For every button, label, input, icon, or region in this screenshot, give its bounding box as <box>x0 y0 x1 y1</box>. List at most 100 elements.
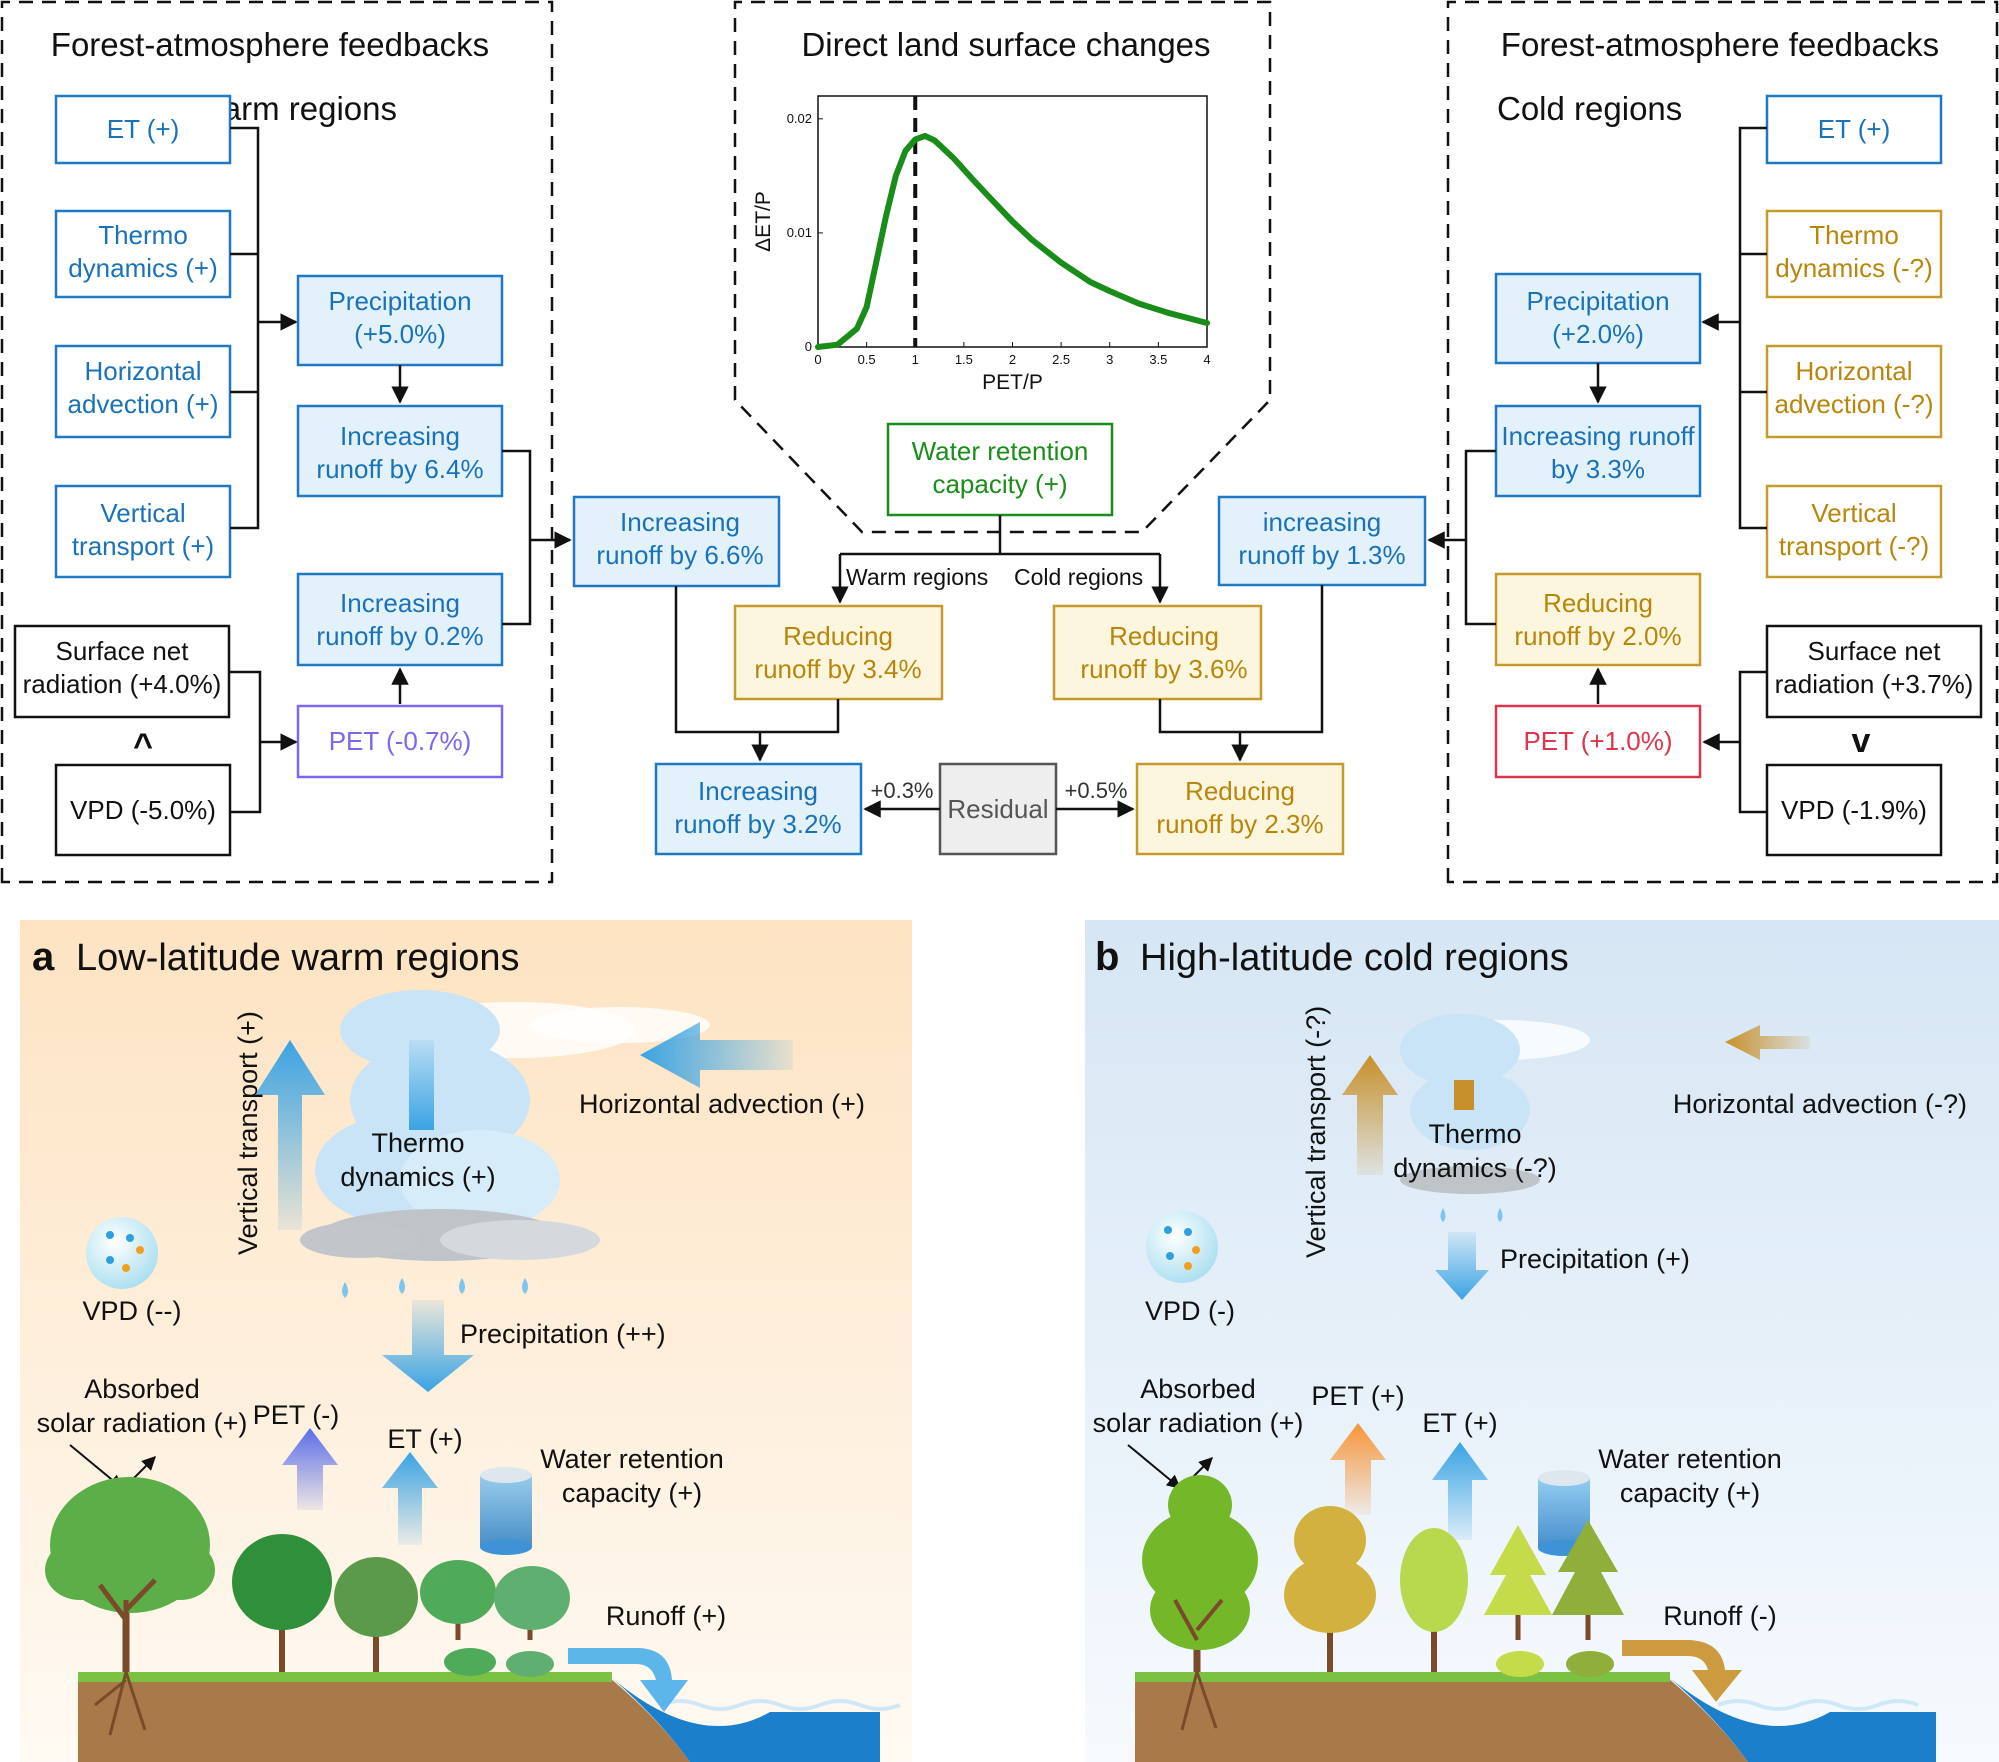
thermo-arrow <box>409 1040 434 1130</box>
cold-vpd-particle-icon <box>1146 1211 1218 1283</box>
svg-text:Horizontal: Horizontal <box>84 356 201 386</box>
residual-box: Residual <box>938 762 1058 856</box>
water-body <box>612 1678 880 1762</box>
thermo-label-1: Thermo <box>371 1128 464 1158</box>
left-panel-title: Forest-atmosphere feedbacks <box>51 26 489 63</box>
right-thermo-box: Thermo dynamics (-?) <box>1765 209 1943 299</box>
thermo-label-2: dynamics (+) <box>340 1162 495 1192</box>
svg-text:runoff by 1.3%: runoff by 1.3% <box>1238 540 1405 570</box>
cold-wrc-label-1: Water retention <box>1598 1444 1782 1474</box>
cold-absorbed-label-2: solar radiation (+) <box>1093 1408 1304 1438</box>
panel-b-title: High-latitude cold regions <box>1140 937 1569 979</box>
svg-text:VPD (-5.0%): VPD (-5.0%) <box>70 795 216 825</box>
y-tick-label: 0.02 <box>787 111 812 126</box>
svg-text:by 3.3%: by 3.3% <box>1551 454 1645 484</box>
cold-thermo-label-1: Thermo <box>1428 1119 1521 1149</box>
left-increasing-runoff-box: Increasing runoff by 6.4% <box>296 404 504 498</box>
svg-text:transport (-?): transport (-?) <box>1779 531 1929 561</box>
svg-text:radiation (+4.0%): radiation (+4.0%) <box>23 669 222 699</box>
cold-vertical-transport-label: Vertical transport (-?) <box>1301 1006 1331 1258</box>
svg-text:Reducing: Reducing <box>1185 776 1295 806</box>
rain-drops-icon <box>342 1278 528 1298</box>
panel-b-letter: b <box>1095 935 1119 979</box>
cold-vertical-transport-arrow <box>1342 1055 1398 1175</box>
reducing-runoff-warm-box: Reducing runoff by 3.4% <box>733 604 944 701</box>
cold-water-body <box>1670 1678 1936 1762</box>
svg-text:Increasing: Increasing <box>340 421 460 451</box>
svg-text:PET (+1.0%): PET (+1.0%) <box>1523 726 1672 756</box>
svg-text:Reducing: Reducing <box>1109 621 1219 651</box>
x-tick-label: 1.5 <box>955 352 973 367</box>
left-feedback-panel: Forest-atmosphere feedbacks Warm regions… <box>0 0 570 884</box>
pet-arrow <box>282 1428 338 1510</box>
absorbed-label-2: solar radiation (+) <box>37 1408 248 1438</box>
water-retention-box: Water retention capacity (+) <box>886 422 1114 517</box>
x-axis-label: PET/P <box>982 371 1043 394</box>
svg-text:Precipitation: Precipitation <box>1526 286 1669 316</box>
right-surface-radiation-box: Surface net radiation (+3.7%) <box>1765 624 1983 719</box>
right-feedback-panel: Forest-atmosphere feedbacks Cold regions… <box>1429 0 1999 884</box>
left-thermo-box: Thermo dynamics (+) <box>54 209 232 299</box>
left-vertical-box: Vertical transport (+) <box>54 484 232 579</box>
increasing-runoff-warm-total-box: Increasing runoff by 6.6% <box>572 495 781 588</box>
right-vpd-box: VPD (-1.9%) <box>1765 763 1943 857</box>
horizontal-advection-arrow <box>640 1022 793 1088</box>
svg-text:advection (+): advection (+) <box>67 389 218 419</box>
svg-text:ET (+): ET (+) <box>107 114 179 144</box>
left-increasing-runoff-b-box: Increasing runoff by 0.2% <box>296 572 504 667</box>
svg-text:runoff by 6.6%: runoff by 6.6% <box>596 540 763 570</box>
svg-text:Precipitation: Precipitation <box>328 286 471 316</box>
cold-pet-arrow <box>1330 1423 1386 1515</box>
svg-text:Surface net: Surface net <box>56 636 190 666</box>
et-label: ET (+) <box>387 1424 462 1454</box>
runoff-label: Runoff (+) <box>606 1601 726 1631</box>
vertical-transport-label: Vertical transport (+) <box>233 1011 263 1255</box>
soil-ground <box>78 1678 690 1762</box>
svg-text:Increasing: Increasing <box>620 507 740 537</box>
x-tick-label: 0 <box>814 352 821 367</box>
svg-text:runoff by 6.4%: runoff by 6.4% <box>316 454 483 484</box>
left-et-box: ET (+) <box>54 94 232 165</box>
svg-text:dynamics (+): dynamics (+) <box>68 253 218 283</box>
x-tick-label: 4 <box>1203 352 1210 367</box>
svg-text:runoff by 0.2%: runoff by 0.2% <box>316 621 483 651</box>
cold-horizontal-advection-label: Horizontal advection (-?) <box>1673 1089 1967 1119</box>
wrc-label-2: capacity (+) <box>562 1478 702 1508</box>
svg-text:Increasing: Increasing <box>340 588 460 618</box>
svg-text:Thermo: Thermo <box>98 220 188 250</box>
cold-absorbed-label-1: Absorbed <box>1140 1374 1256 1404</box>
svg-text:Increasing runoff: Increasing runoff <box>1501 421 1695 451</box>
pet-label: PET (-) <box>253 1400 340 1430</box>
x-tick-label: 3.5 <box>1149 352 1167 367</box>
svg-text:advection (-?): advection (-?) <box>1775 389 1934 419</box>
right-reducing-runoff-box: Reducing runoff by 2.0% <box>1494 572 1702 667</box>
absorbed-label-1: Absorbed <box>84 1374 200 1404</box>
svg-text:Reducing: Reducing <box>783 621 893 651</box>
residual-right-value: +0.5% <box>1065 778 1128 803</box>
svg-text:(+2.0%): (+2.0%) <box>1552 319 1644 349</box>
panel-a-letter: a <box>32 935 55 979</box>
svg-text:Reducing: Reducing <box>1543 588 1653 618</box>
cold-runoff-arrow <box>1622 1640 1742 1702</box>
svg-text:Thermo: Thermo <box>1809 220 1899 250</box>
vertical-transport-arrow <box>255 1040 325 1230</box>
runoff-arrow <box>568 1648 688 1712</box>
y-tick-label: 0 <box>805 339 812 354</box>
cold-rain-drops-icon <box>1440 1208 1503 1222</box>
et-arrow <box>382 1452 438 1545</box>
svg-text:increasing: increasing <box>1263 507 1382 537</box>
svg-text:Vertical: Vertical <box>1811 498 1896 528</box>
svg-text:Vertical: Vertical <box>100 498 185 528</box>
svg-text:runoff by 2.0%: runoff by 2.0% <box>1514 621 1681 651</box>
right-horizontal-box: Horizontal advection (-?) <box>1765 344 1943 439</box>
right-pet-box: PET (+1.0%) <box>1494 704 1702 779</box>
right-less-than-symbol: v <box>1852 722 1871 760</box>
right-panel-subtitle: Cold regions <box>1497 90 1682 127</box>
cold-pet-label: PET (+) <box>1311 1381 1404 1411</box>
precipitation-label: Precipitation (++) <box>460 1319 666 1349</box>
svg-text:Surface net: Surface net <box>1808 636 1942 666</box>
wrc-label-1: Water retention <box>540 1444 724 1474</box>
